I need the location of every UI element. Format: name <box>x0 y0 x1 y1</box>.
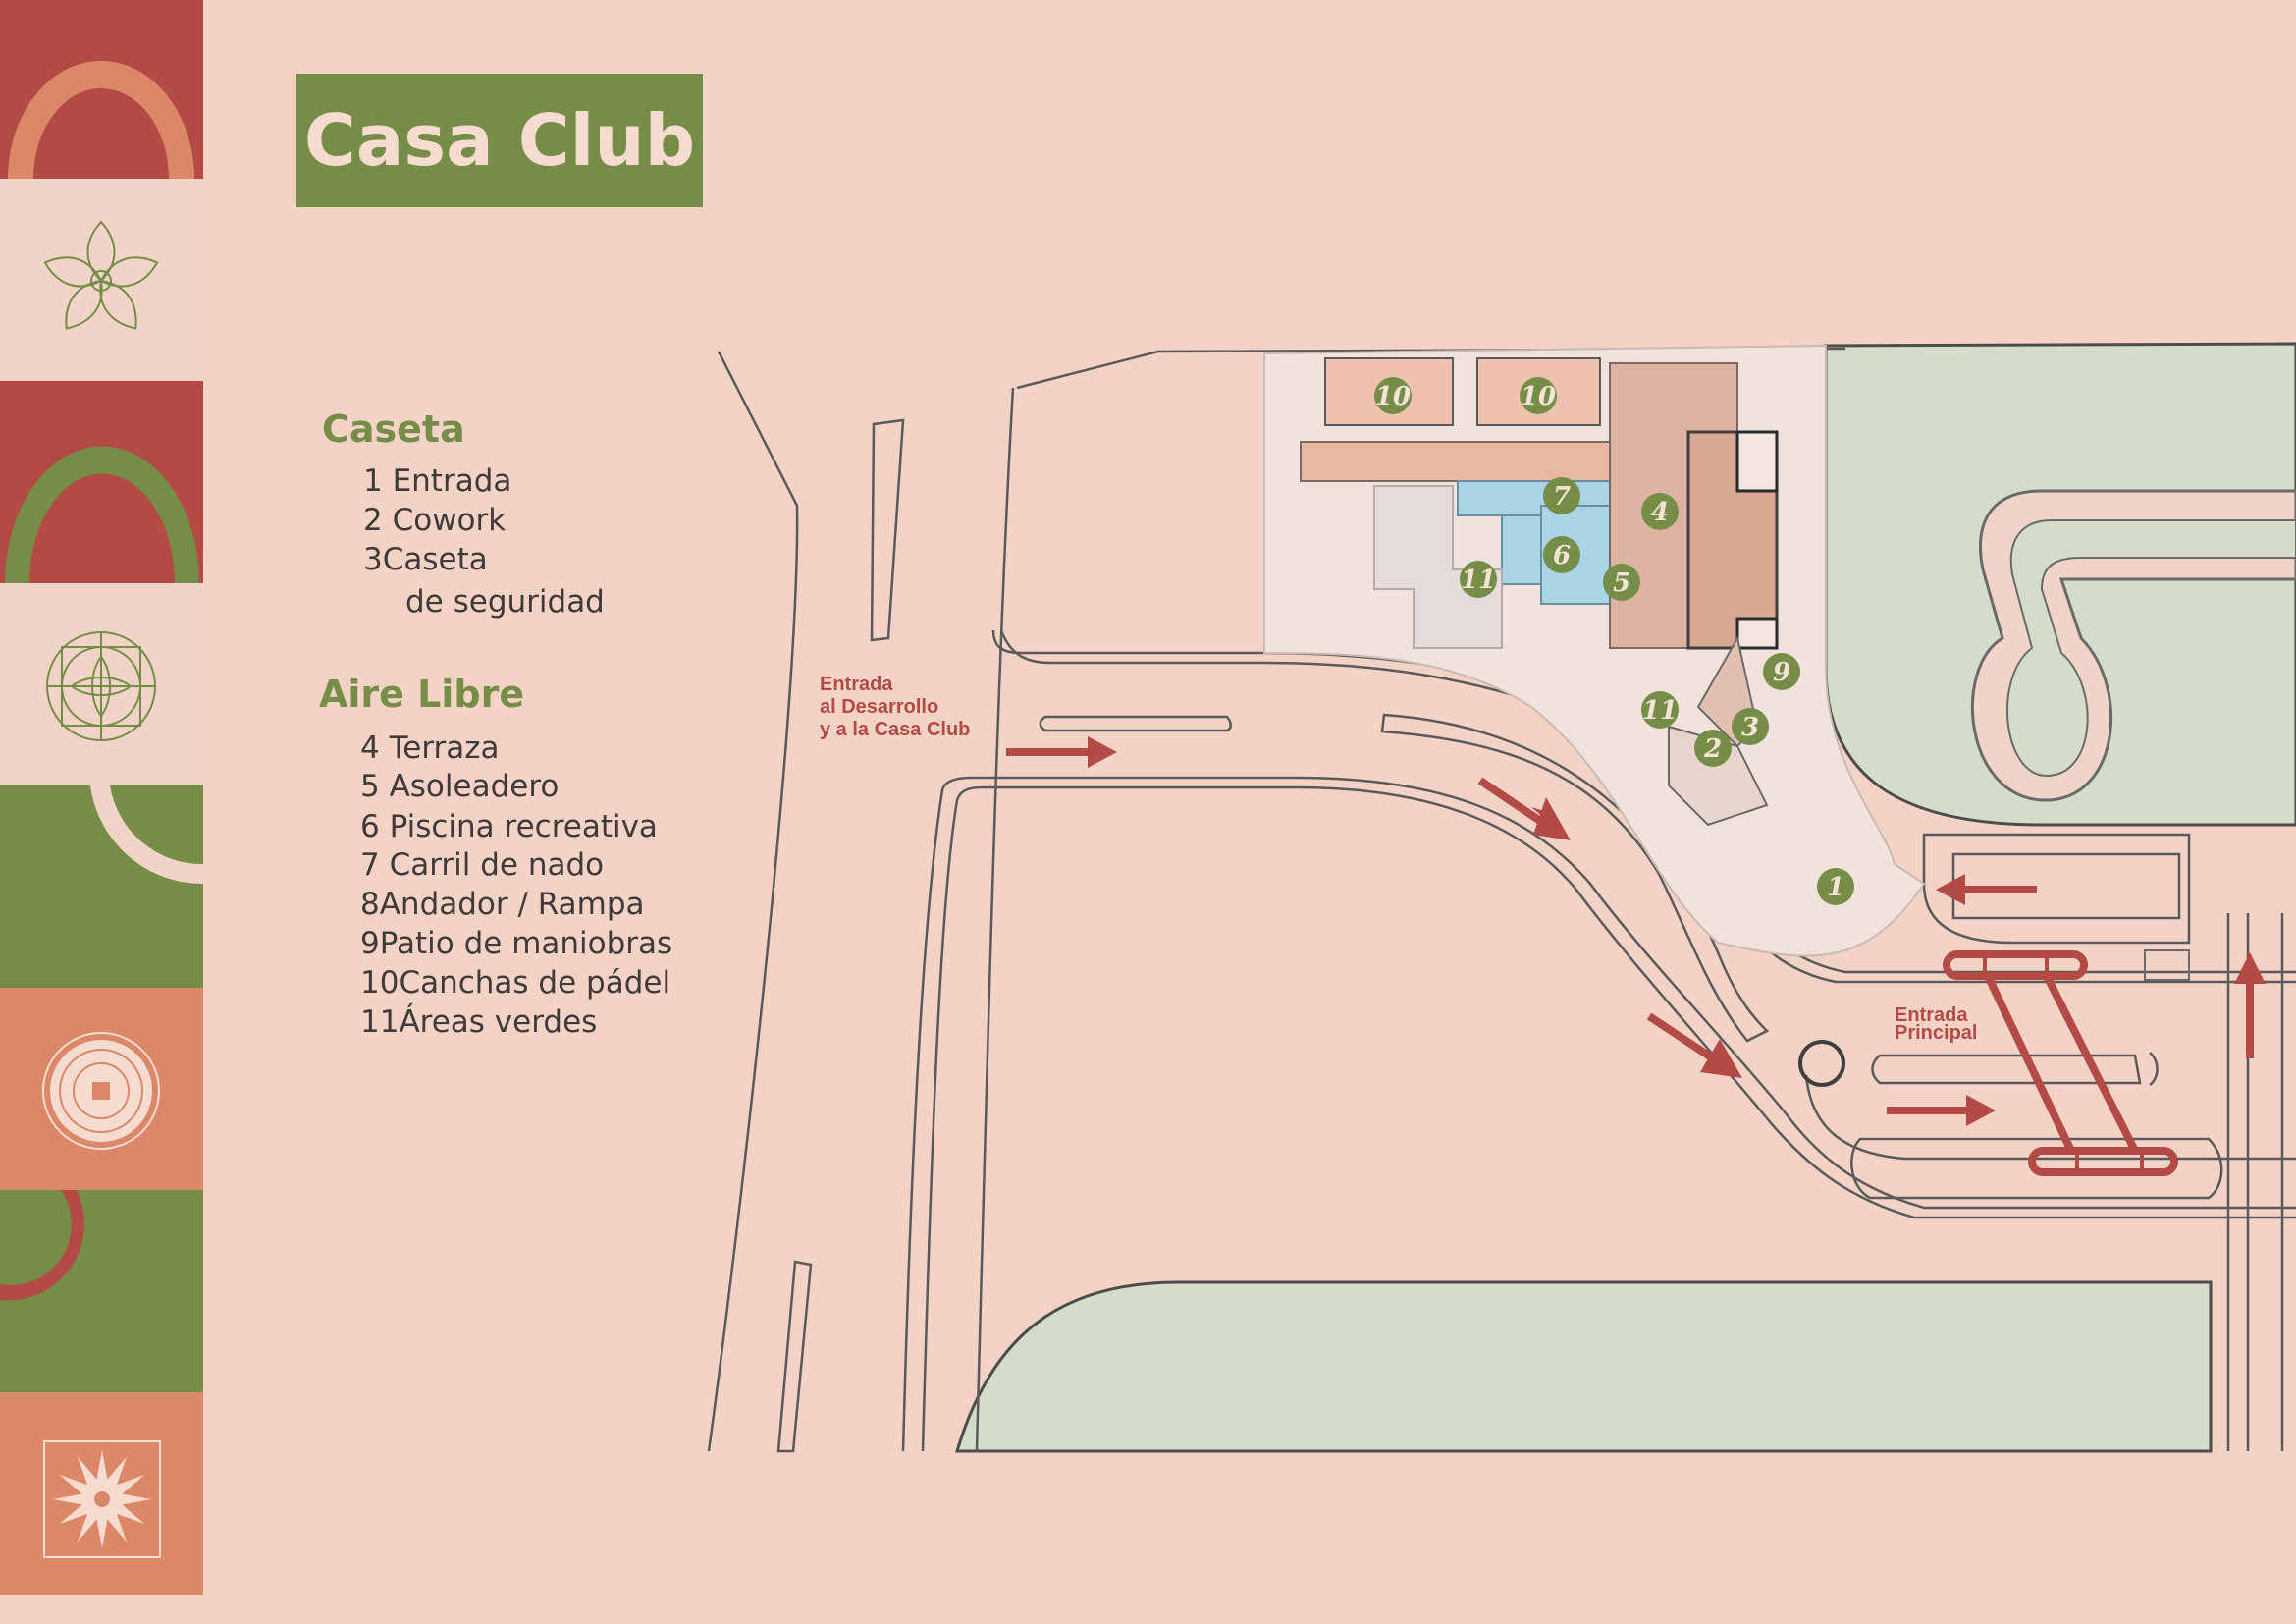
cul-de-sac-loop <box>1970 489 2296 802</box>
arrow-icon <box>1477 777 1571 840</box>
label-entrada-desarrollo: Entrada al Desarrollo y a la Casa Club <box>820 674 970 740</box>
sidebar-tile-5 <box>0 785 203 988</box>
sidebar-tile-4 <box>0 583 203 785</box>
clubhouse-building <box>1263 344 1926 957</box>
svg-text:10: 10 <box>1375 382 1411 411</box>
label-entrada-principal: Entrada Principal <box>1895 1004 1977 1044</box>
sidebar-tile-8 <box>0 1392 203 1595</box>
marker-2: 2 <box>1694 730 1732 767</box>
svg-text:7: 7 <box>1553 482 1571 512</box>
svg-text:y a la Casa Club: y a la Casa Club <box>820 719 970 740</box>
legend-item: 1 Entrada <box>363 463 512 499</box>
legend-item: 6 Piscina recreativa <box>360 809 658 844</box>
arc-icon <box>90 785 203 885</box>
legend-item: 5 Asoleadero <box>360 769 560 804</box>
marker-4: 4 <box>1641 493 1679 530</box>
flower-icon <box>42 1032 160 1150</box>
page-title: Casa Club <box>303 99 696 182</box>
marker-9: 9 <box>1763 653 1800 690</box>
decorative-sidebar <box>0 0 203 1600</box>
svg-text:5: 5 <box>1613 568 1630 598</box>
arrow-icon <box>1887 1095 1996 1126</box>
square-ornament-icon <box>46 631 156 741</box>
arrow-icon <box>1646 1012 1742 1078</box>
legend-item: 9Patio de maniobras <box>360 926 673 961</box>
legend-item: 3Caseta <box>363 542 488 577</box>
marker-11: 11 <box>1641 691 1679 729</box>
svg-text:2: 2 <box>1703 734 1722 764</box>
legend-item: 7 Carril de nado <box>360 847 605 883</box>
sidebar-tile-6 <box>0 988 203 1190</box>
svg-text:6: 6 <box>1553 541 1571 570</box>
svg-text:3: 3 <box>1741 713 1759 742</box>
svg-text:Entrada: Entrada <box>1895 1004 1968 1026</box>
legend-heading-aire-libre: Aire Libre <box>319 673 525 716</box>
svg-text:Entrada: Entrada <box>820 674 893 695</box>
marker-7: 7 <box>1543 477 1580 514</box>
direction-arrows <box>1006 736 2266 1126</box>
arrow-icon <box>2234 952 2266 1058</box>
marker-3: 3 <box>1732 708 1769 745</box>
leaf-star-icon <box>43 220 159 330</box>
legend-heading-caseta: Caseta <box>322 407 465 451</box>
arch-icon <box>5 446 199 583</box>
main-entrance-gate <box>1943 950 2178 1176</box>
svg-text:Principal: Principal <box>1895 1022 1977 1044</box>
marker-10: 10 <box>1374 377 1412 414</box>
page-title-box: Casa Club <box>296 74 703 207</box>
marker-10: 10 <box>1520 377 1557 414</box>
sidebar-tile-2 <box>0 179 203 381</box>
arch-icon <box>8 61 194 179</box>
legend-item: 11Áreas verdes <box>360 1004 598 1040</box>
arrow-icon <box>1006 736 1117 768</box>
parking-bay <box>2144 949 2190 981</box>
legend-item: 10Canchas de pádel <box>360 965 671 1001</box>
marker-6: 6 <box>1543 536 1580 573</box>
marker-5: 5 <box>1603 564 1640 601</box>
sidebar-tile-7 <box>0 1190 203 1392</box>
sidebar-tile-1 <box>0 0 203 202</box>
map-markers: 10 10 7 4 6 11 5 9 11 3 2 1 <box>1374 377 1854 905</box>
legend-item: de seguridad <box>405 584 605 620</box>
svg-text:11: 11 <box>1642 696 1678 726</box>
arc-icon <box>0 1190 85 1301</box>
svg-text:1: 1 <box>1827 873 1844 902</box>
site-plan-map: 10 10 7 4 6 11 5 9 11 3 2 1 Entrada al D… <box>707 342 2296 1453</box>
svg-text:11: 11 <box>1461 566 1496 595</box>
green-area-south <box>954 1280 2213 1453</box>
small-roundabout <box>1798 1040 1845 1087</box>
marker-11: 11 <box>1460 561 1497 598</box>
svg-text:9: 9 <box>1773 658 1790 687</box>
svg-text:al Desarrollo: al Desarrollo <box>820 696 938 718</box>
sidebar-tile-3 <box>0 381 203 583</box>
svg-text:4: 4 <box>1651 498 1669 527</box>
daisy-icon <box>43 1440 161 1558</box>
legend-item: 2 Cowork <box>363 503 507 538</box>
legend-item: 4 Terraza <box>360 731 500 766</box>
svg-text:10: 10 <box>1521 382 1556 411</box>
arrow-icon <box>1936 874 2037 905</box>
marker-1: 1 <box>1817 868 1854 905</box>
legend-item: 8Andador / Rampa <box>360 887 645 922</box>
